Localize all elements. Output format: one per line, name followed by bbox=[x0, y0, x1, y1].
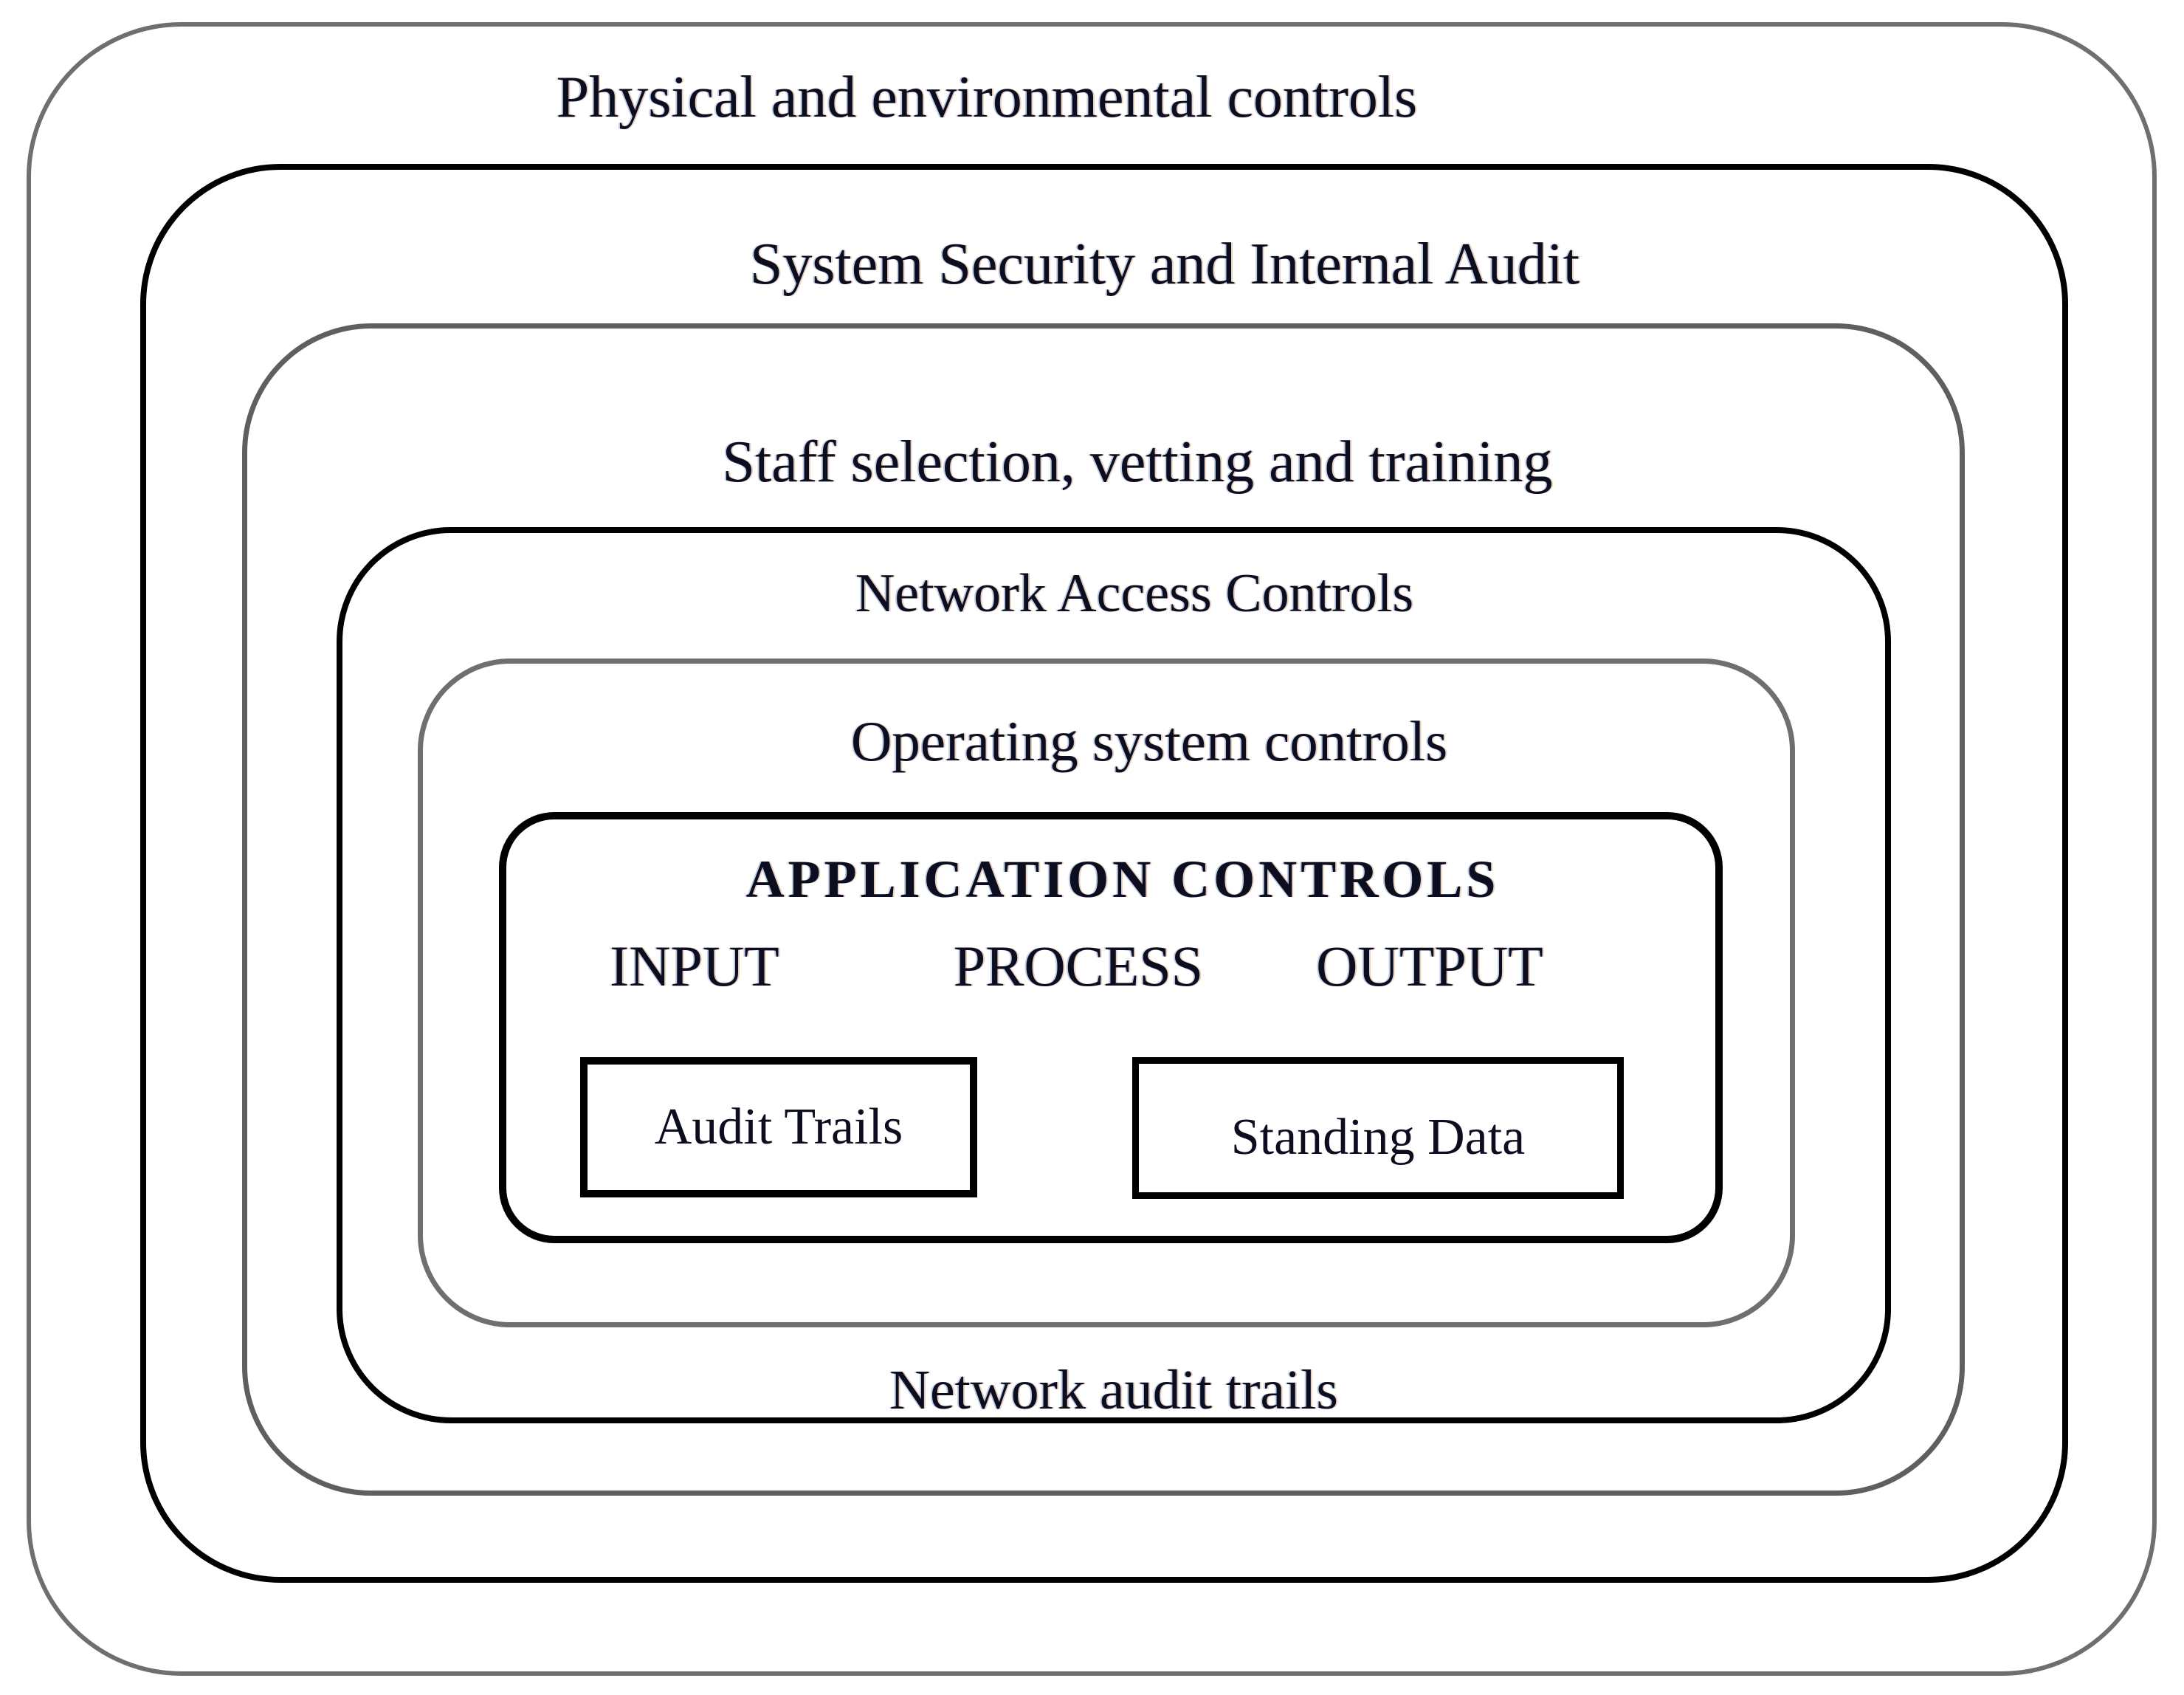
ring-network-access-controls bbox=[337, 527, 1891, 1423]
audit-trails-box: Audit Trails bbox=[580, 1057, 977, 1197]
label-network-audit-trails: Network audit trails bbox=[889, 1359, 1338, 1421]
label-stage-input: INPUT bbox=[610, 934, 779, 998]
ring-operating-system-controls bbox=[418, 659, 1795, 1327]
label-stage-process: PROCESS bbox=[953, 934, 1204, 998]
label-application-controls: APPLICATION CONTROLS bbox=[745, 850, 1500, 909]
label-system-security-internal-audit: System Security and Internal Audit bbox=[749, 232, 1580, 297]
label-stage-output: OUTPUT bbox=[1316, 934, 1543, 998]
standing-data-box: Standing Data bbox=[1132, 1057, 1624, 1199]
label-physical-environmental-controls: Physical and environmental controls bbox=[556, 65, 1418, 130]
label-staff-selection-vetting-training: Staff selection, vetting and training bbox=[722, 430, 1553, 495]
application-controls-box bbox=[499, 812, 1723, 1243]
ring-staff-selection-vetting-training bbox=[242, 323, 1965, 1496]
label-network-access-controls: Network Access Controls bbox=[855, 563, 1414, 624]
ring-system-security-internal-audit bbox=[140, 164, 2068, 1583]
label-standing-data: Standing Data bbox=[1230, 1109, 1526, 1166]
label-operating-system-controls: Operating system controls bbox=[850, 709, 1448, 773]
label-audit-trails: Audit Trails bbox=[654, 1099, 903, 1155]
ring-physical-environmental-controls bbox=[27, 22, 2157, 1676]
